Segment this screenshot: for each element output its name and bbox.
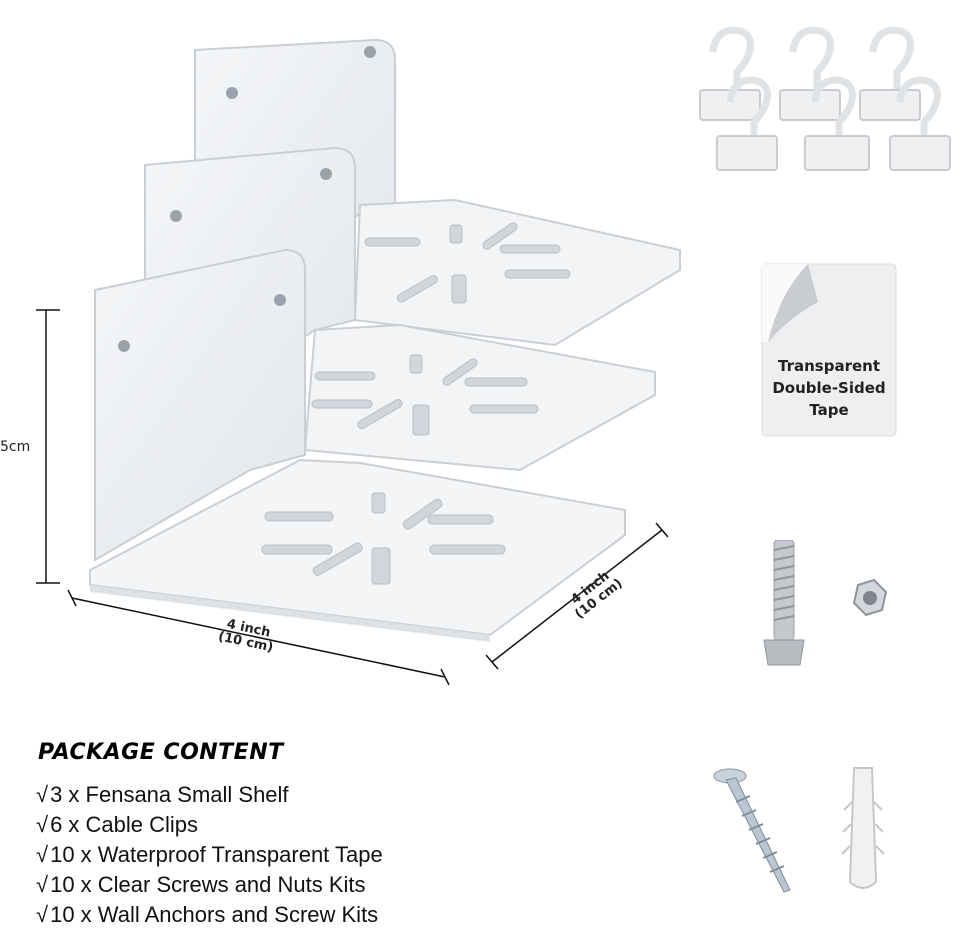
dimension-lines xyxy=(36,309,669,686)
list-item: √10 x Waterproof Transparent Tape xyxy=(36,842,383,867)
cable-clip xyxy=(889,76,951,171)
cable-clip xyxy=(859,26,921,121)
checkmark-icon: √ xyxy=(36,902,49,927)
wall-anchor-and-screw-illustration xyxy=(713,767,885,893)
cable-clip xyxy=(699,26,761,121)
wood-screw-icon xyxy=(713,768,791,893)
wall-anchor-icon xyxy=(841,767,885,889)
double-sided-tape-illustration xyxy=(761,263,897,437)
bolt-icon xyxy=(763,540,805,666)
cable-clip xyxy=(804,76,870,171)
checkmark-icon: √ xyxy=(36,842,49,867)
checkmark-icon: √ xyxy=(36,782,49,807)
list-item: √10 x Clear Screws and Nuts Kits xyxy=(36,872,366,897)
cable-clip xyxy=(779,26,841,121)
list-item: √6 x Cable Clips xyxy=(36,812,199,837)
acrylic-shelves-illustration xyxy=(36,38,681,686)
cable-clip xyxy=(716,76,778,171)
cable-clips-illustration xyxy=(699,26,951,171)
checkmark-icon: √ xyxy=(36,812,49,837)
package-content-heading: PACKAGE CONTENT xyxy=(38,740,284,765)
screw-and-nut-illustration xyxy=(763,540,888,666)
height-dimension-label: 5cm xyxy=(0,439,31,455)
list-item: √3 x Fensana Small Shelf xyxy=(36,782,289,807)
checkmark-icon: √ xyxy=(36,872,49,897)
hex-nut-icon xyxy=(852,578,888,617)
shelf-front xyxy=(89,248,626,642)
list-item: √10 x Wall Anchors and Screw Kits xyxy=(36,902,379,927)
tape-label: Transparent Double-Sided Tape xyxy=(772,357,886,419)
package-content-list: √3 x Fensana Small Shelf √6 x Cable Clip… xyxy=(36,780,383,930)
